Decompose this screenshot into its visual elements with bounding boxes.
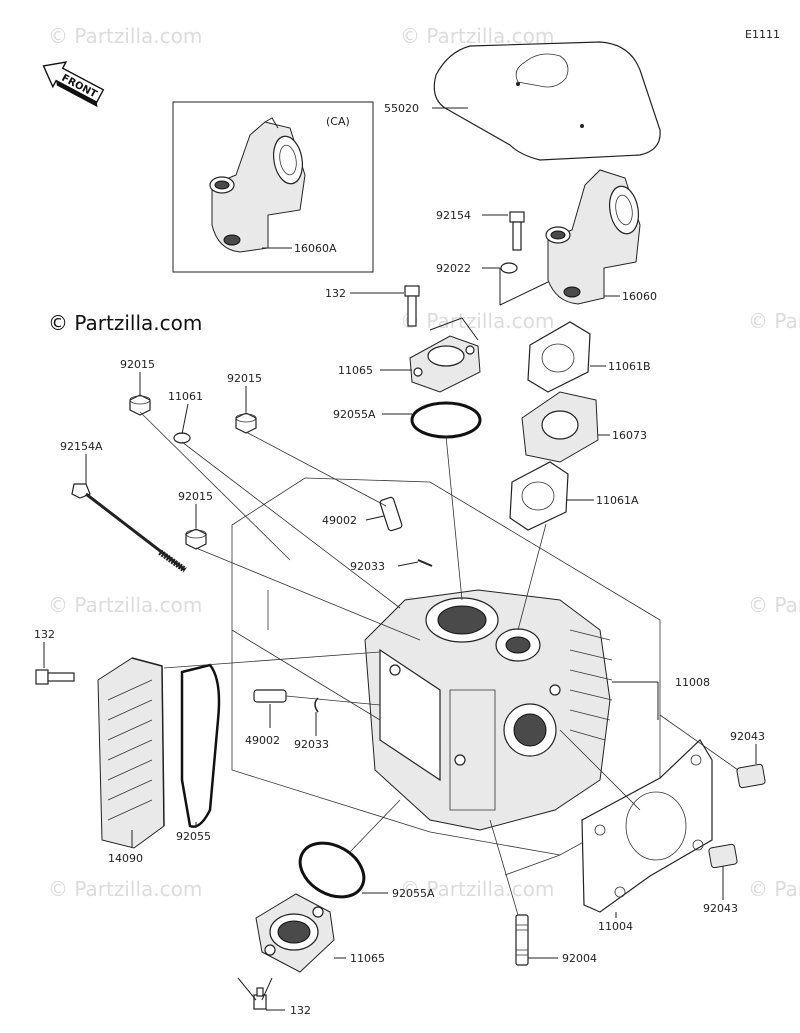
leader-lines (43, 107, 757, 1011)
callout-92055A[interactable]: 92055A (333, 408, 376, 421)
callout-92154A[interactable]: 92154A (60, 440, 103, 453)
clip-92033-upper (417, 559, 433, 567)
watermark: © Partzilla.com (400, 309, 554, 333)
nut-92015-c (185, 528, 207, 550)
copyright-notice: © Partzilla.com (48, 311, 202, 335)
watermark: © Partzilla.com (48, 593, 202, 617)
callout-92015[interactable]: 92015 (120, 358, 155, 371)
intake-pipe-16060 (545, 169, 641, 305)
gasket-11061B (527, 321, 591, 393)
callout-92055A[interactable]: 92055A (392, 887, 435, 900)
callout-55020[interactable]: 55020 (384, 102, 419, 115)
oring-92055A-upper (410, 401, 482, 439)
cover-11065-upper (409, 335, 481, 393)
callout-92043[interactable]: 92043 (703, 902, 738, 915)
watermark: © Partzilla.com (748, 593, 800, 617)
callout-92015[interactable]: 92015 (227, 372, 262, 385)
watermark: © Partzilla.com (48, 877, 202, 901)
callout-92154[interactable]: 92154 (436, 209, 471, 222)
ca-inset: (CA) (172, 101, 374, 273)
callout-11061[interactable]: 11061 (168, 390, 203, 403)
stud-92004 (515, 914, 529, 966)
callout-132[interactable]: 132 (290, 1004, 311, 1017)
dowel-92043-lower (708, 843, 738, 869)
callout-11065[interactable]: 11065 (350, 952, 385, 965)
nut-92015-b (235, 412, 257, 434)
washer-92022 (500, 262, 518, 274)
front-arrow-icon: FRONT (42, 61, 105, 108)
callout-49002[interactable]: 49002 (322, 514, 357, 527)
callout-92033[interactable]: 92033 (294, 738, 329, 751)
callout-92033[interactable]: 92033 (350, 560, 385, 573)
cover-11065-lower (255, 893, 335, 973)
callout-11061B[interactable]: 11061B (608, 360, 651, 373)
head-cover-14090 (97, 657, 165, 849)
valve-guide-49002-lower (253, 689, 287, 703)
watermark: © Partzilla.com (48, 24, 202, 48)
bolt-132-left (35, 669, 75, 685)
callout-49002[interactable]: 49002 (245, 734, 280, 747)
valve-guide-49002-upper (379, 496, 403, 532)
insulator-16073 (521, 391, 599, 463)
bolt-92154 (509, 211, 525, 251)
callout-92022[interactable]: 92022 (436, 262, 471, 275)
intake-pipe-ca (209, 117, 306, 253)
watermark: © Partzilla.com (748, 877, 800, 901)
callout-16060A[interactable]: 16060A (294, 242, 337, 255)
watermark: © Partzilla.com (400, 877, 554, 901)
cylinder-head-11008 (364, 589, 613, 831)
head-gasket-11004 (581, 739, 713, 913)
callout-14090[interactable]: 14090 (108, 852, 143, 865)
bolt-132-bottom (253, 987, 267, 1010)
callout-92055[interactable]: 92055 (176, 830, 211, 843)
callout-92015[interactable]: 92015 (178, 490, 213, 503)
gasket-92055 (180, 663, 221, 828)
oring-92055A-lower (298, 841, 366, 899)
callout-92043[interactable]: 92043 (730, 730, 765, 743)
stud-bolt-92154A (71, 483, 187, 573)
callout-132[interactable]: 132 (34, 628, 55, 641)
callout-92004[interactable]: 92004 (562, 952, 597, 965)
callout-11008[interactable]: 11008 (675, 676, 710, 689)
callout-labels: 55020 92154 92022 16060 16060A 132 11065… (34, 102, 765, 1017)
callout-11004[interactable]: 11004 (598, 920, 633, 933)
callout-16073[interactable]: 16073 (612, 429, 647, 442)
gasket-55020 (433, 41, 661, 161)
diagram-code: E1111 (745, 28, 780, 41)
dowel-92043-upper (736, 763, 766, 789)
callout-16060[interactable]: 16060 (622, 290, 657, 303)
callout-11061A[interactable]: 11061A (596, 494, 639, 507)
watermark: © Partzilla.com (748, 309, 800, 333)
bolt-132-upper (404, 285, 420, 327)
callout-11065[interactable]: 11065 (338, 364, 373, 377)
callout-132[interactable]: 132 (325, 287, 346, 300)
inset-tag: (CA) (326, 115, 350, 128)
washer-11061 (173, 432, 191, 444)
clip-92033-lower (314, 697, 319, 713)
gasket-11061A (509, 461, 569, 531)
